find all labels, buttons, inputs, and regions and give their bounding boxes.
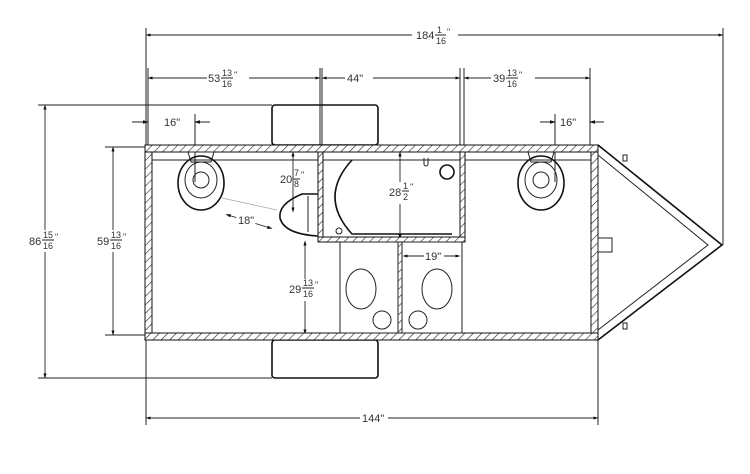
svg-text:": " [234, 70, 237, 80]
dimension-labels: 184 1 16 " 53 13 16 " 44" 39 13 16 " 16"… [28, 25, 576, 425]
toilet-left [177, 151, 225, 211]
svg-text:13: 13 [303, 278, 313, 288]
sink-left [345, 268, 377, 310]
svg-text:": " [315, 280, 318, 290]
right-offset: 16" [560, 117, 576, 129]
svg-text:8: 8 [294, 179, 299, 189]
svg-text:1: 1 [403, 181, 408, 191]
svg-text:16: 16 [222, 79, 232, 89]
svg-text:": " [55, 232, 58, 242]
drain-icon [439, 164, 455, 180]
svg-text:": " [301, 170, 304, 180]
svg-text:": " [519, 70, 522, 80]
center-room-width: 44" [347, 73, 363, 85]
svg-text:13: 13 [507, 68, 517, 78]
roof-unit-top [271, 104, 379, 146]
roof-unit-bottom [271, 339, 379, 379]
svg-text:2: 2 [403, 192, 408, 202]
toilet-right [517, 151, 565, 211]
svg-text:": " [447, 27, 450, 37]
shower-depth: 28 [389, 187, 401, 199]
svg-text:13: 13 [222, 68, 232, 78]
left-room-width: 53 [208, 73, 220, 85]
overall-length-whole: 184 [416, 30, 434, 42]
extension-lines [38, 28, 724, 425]
svg-text:": " [123, 232, 126, 242]
svg-text:15: 15 [43, 230, 53, 240]
svg-text:16: 16 [111, 241, 121, 251]
svg-text:16: 16 [436, 36, 446, 46]
left-offset: 16" [164, 117, 180, 129]
toilet-clearance: 18" [238, 215, 254, 227]
interior-height: 59 [97, 236, 109, 248]
urinal [279, 193, 319, 237]
right-room-width: 39 [493, 73, 505, 85]
hitch-coupler [597, 237, 613, 253]
urinal-depth: 20 [280, 174, 292, 186]
svg-text:13: 13 [111, 230, 121, 240]
trailer-tongue [597, 144, 724, 341]
top-wall [144, 144, 599, 153]
right-wall [590, 151, 599, 334]
lower-height: 29 [289, 284, 301, 296]
overall-height: 86 [29, 236, 41, 248]
body-length: 144" [362, 413, 384, 425]
svg-text:16: 16 [507, 79, 517, 89]
svg-text:16: 16 [303, 289, 313, 299]
shower-basin [334, 159, 452, 235]
sink-right [421, 268, 453, 310]
bottom-wall [144, 332, 599, 341]
svg-text:1: 1 [437, 25, 442, 35]
left-wall [144, 151, 153, 334]
svg-text:7: 7 [294, 168, 299, 178]
svg-text:": " [410, 182, 413, 192]
trailer-body [144, 104, 724, 379]
stall-width: 19" [425, 251, 441, 263]
svg-text:16: 16 [43, 241, 53, 251]
